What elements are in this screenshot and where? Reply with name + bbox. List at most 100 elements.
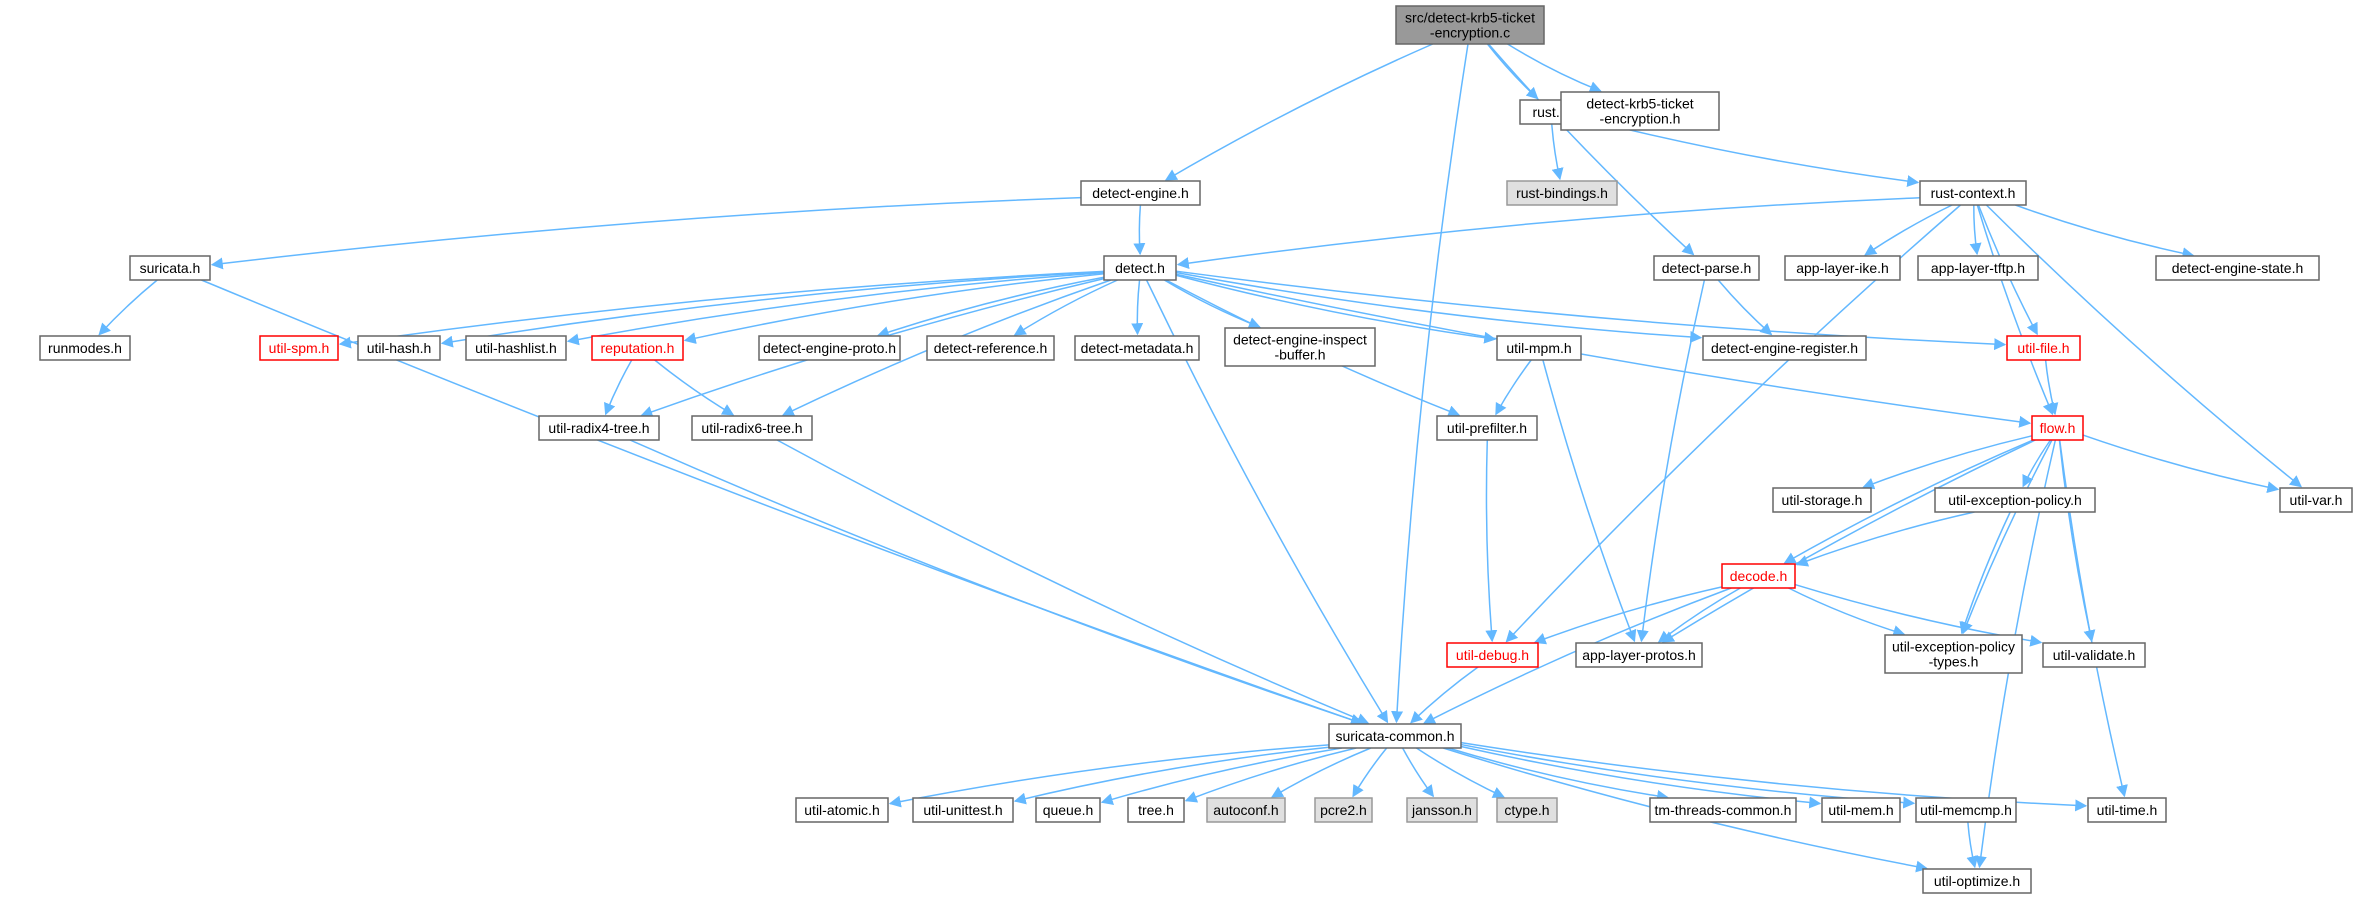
node-tree-h[interactable]: tree.h <box>1127 797 1185 823</box>
node-app-layer-tftp-h[interactable]: app-layer-tftp.h <box>1917 255 2039 281</box>
node-box[interactable] <box>1074 335 1200 361</box>
node-box[interactable] <box>2155 255 2320 281</box>
node-util-prefilter-h[interactable]: util-prefilter.h <box>1436 415 1538 441</box>
node-box[interactable] <box>1224 327 1376 367</box>
node-app-layer-ike-h[interactable]: app-layer-ike.h <box>1784 255 1901 281</box>
node-decode-h[interactable]: decode.h <box>1721 563 1796 589</box>
node-uept-h[interactable]: util-exception-policy-types.h <box>1884 634 2023 674</box>
node-box[interactable] <box>2279 487 2353 513</box>
node-box[interactable] <box>795 797 889 823</box>
node-detect-engine-proto-h[interactable]: detect-engine-proto.h <box>758 335 901 361</box>
node-box[interactable] <box>1446 642 1539 668</box>
node-tm-threads-common-h[interactable]: tm-threads-common.h <box>1649 797 1797 823</box>
node-box[interactable] <box>758 335 901 361</box>
node-box[interactable] <box>591 335 684 361</box>
node-box[interactable] <box>1784 255 1901 281</box>
node-box[interactable] <box>1915 797 2017 823</box>
node-box[interactable] <box>1560 91 1720 131</box>
node-box[interactable] <box>1395 5 1545 45</box>
node-detect-reference-h[interactable]: detect-reference.h <box>926 335 1055 361</box>
node-box[interactable] <box>1922 868 2032 894</box>
node-box[interactable] <box>465 335 567 361</box>
node-rust-context-h[interactable]: rust-context.h <box>1919 180 2027 206</box>
node-detect-engine-state-h[interactable]: detect-engine-state.h <box>2155 255 2320 281</box>
node-box[interactable] <box>1406 797 1478 823</box>
node-box[interactable] <box>2042 642 2146 668</box>
node-util-exception-policy-h[interactable]: util-exception-policy.h <box>1934 487 2096 513</box>
node-detect-metadata-h[interactable]: detect-metadata.h <box>1074 335 1200 361</box>
node-reputation-h[interactable]: reputation.h <box>591 335 684 361</box>
node-rust-bindings-h[interactable]: rust-bindings.h <box>1506 180 1618 206</box>
node-util-mem-h[interactable]: util-mem.h <box>1821 797 1901 823</box>
node-box[interactable] <box>357 335 441 361</box>
node-box[interactable] <box>2006 335 2081 361</box>
node-dkte-h[interactable]: detect-krb5-ticket-encryption.h <box>1560 91 1720 131</box>
node-ctype-h[interactable]: ctype.h <box>1496 797 1558 823</box>
node-box[interactable] <box>1103 255 1177 281</box>
node-detect-engine-register-h[interactable]: detect-engine-register.h <box>1702 335 1867 361</box>
node-box[interactable] <box>39 335 131 361</box>
node-util-var-h[interactable]: util-var.h <box>2279 487 2353 513</box>
node-util-radix4-tree-h[interactable]: util-radix4-tree.h <box>538 415 660 441</box>
node-suricata-common-h[interactable]: suricata-common.h <box>1328 723 1462 749</box>
node-util-unittest-h[interactable]: util-unittest.h <box>912 797 1014 823</box>
node-util-radix6-tree-h[interactable]: util-radix6-tree.h <box>691 415 813 441</box>
node-box[interactable] <box>1772 487 1872 513</box>
node-util-hashlist-h[interactable]: util-hashlist.h <box>465 335 567 361</box>
node-box[interactable] <box>1934 487 2096 513</box>
node-util-optimize-h[interactable]: util-optimize.h <box>1922 868 2032 894</box>
node-box[interactable] <box>1884 634 2023 674</box>
node-box[interactable] <box>926 335 1055 361</box>
node-pcre2-h[interactable]: pcre2.h <box>1314 797 1373 823</box>
node-box[interactable] <box>912 797 1014 823</box>
node-util-atomic-h[interactable]: util-atomic.h <box>795 797 889 823</box>
node-box[interactable] <box>259 335 339 361</box>
node-box[interactable] <box>2031 415 2084 441</box>
node-box[interactable] <box>1496 335 1582 361</box>
node-box[interactable] <box>1575 642 1703 668</box>
node-util-time-h[interactable]: util-time.h <box>2087 797 2167 823</box>
node-box[interactable] <box>1649 797 1797 823</box>
node-util-hash-h[interactable]: util-hash.h <box>357 335 441 361</box>
node-box[interactable] <box>2087 797 2167 823</box>
node-box[interactable] <box>691 415 813 441</box>
node-app-layer-protos-h[interactable]: app-layer-protos.h <box>1575 642 1703 668</box>
node-root[interactable]: src/detect-krb5-ticket-encryption.c <box>1395 5 1545 45</box>
node-jansson-h[interactable]: jansson.h <box>1406 797 1478 823</box>
node-label: util-unittest.h <box>923 802 1002 818</box>
node-box[interactable] <box>1206 797 1286 823</box>
node-box[interactable] <box>538 415 660 441</box>
node-box[interactable] <box>1436 415 1538 441</box>
node-flow-h[interactable]: flow.h <box>2031 415 2084 441</box>
node-util-debug-h[interactable]: util-debug.h <box>1446 642 1539 668</box>
node-box[interactable] <box>1653 255 1760 281</box>
node-util-mpm-h[interactable]: util-mpm.h <box>1496 335 1582 361</box>
node-util-memcmp-h[interactable]: util-memcmp.h <box>1915 797 2017 823</box>
node-box[interactable] <box>1721 563 1796 589</box>
node-suricata-h[interactable]: suricata.h <box>129 255 211 281</box>
node-box[interactable] <box>1314 797 1373 823</box>
node-box[interactable] <box>1127 797 1185 823</box>
node-box[interactable] <box>1035 797 1101 823</box>
node-box[interactable] <box>1328 723 1462 749</box>
node-autoconf-h[interactable]: autoconf.h <box>1206 797 1286 823</box>
node-queue-h[interactable]: queue.h <box>1035 797 1101 823</box>
node-runmodes-h[interactable]: runmodes.h <box>39 335 131 361</box>
node-box[interactable] <box>1080 180 1201 206</box>
node-box[interactable] <box>1821 797 1901 823</box>
node-detect-parse-h[interactable]: detect-parse.h <box>1653 255 1760 281</box>
node-box[interactable] <box>1702 335 1867 361</box>
node-box[interactable] <box>1917 255 2039 281</box>
node-box[interactable] <box>129 255 211 281</box>
edge-util_mpm_h-to-util_prefilter_h <box>1495 359 1532 416</box>
node-box[interactable] <box>1506 180 1618 206</box>
node-deib-h[interactable]: detect-engine-inspect-buffer.h <box>1224 327 1376 367</box>
node-box[interactable] <box>1919 180 2027 206</box>
node-util-file-h[interactable]: util-file.h <box>2006 335 2081 361</box>
node-box[interactable] <box>1496 797 1558 823</box>
node-util-validate-h[interactable]: util-validate.h <box>2042 642 2146 668</box>
node-util-storage-h[interactable]: util-storage.h <box>1772 487 1872 513</box>
node-util-spm-h[interactable]: util-spm.h <box>259 335 339 361</box>
node-detect-engine-h[interactable]: detect-engine.h <box>1080 180 1201 206</box>
node-detect-h[interactable]: detect.h <box>1103 255 1177 281</box>
